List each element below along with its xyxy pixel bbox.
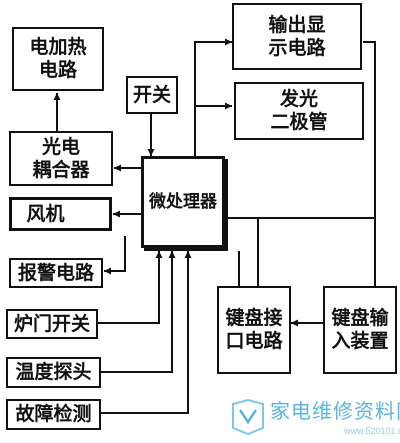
arrow-microprocessor-to-alarm <box>104 236 126 275</box>
watermark-logo-icon <box>232 398 264 436</box>
led-line2: 二极管 <box>270 111 328 133</box>
microprocessor-box: 微处理器 <box>141 156 225 248</box>
door-switch-box: 炉门开关 <box>6 309 98 339</box>
fault-detect-label: 故障检测 <box>15 403 92 425</box>
keyboard-input-box: 键盘输 入装置 <box>323 286 397 374</box>
electric-heating-line1: 电加热 <box>29 36 87 58</box>
display-output-line1: 输出显 <box>268 13 326 36</box>
display-output-line2: 示电路 <box>268 36 326 59</box>
temp-probe-label: 温度探头 <box>15 361 92 383</box>
arrow-microprocessor-to-display <box>194 38 232 156</box>
switch-label: 开关 <box>132 83 171 106</box>
keyboard-interface-line2: 口电路 <box>225 330 283 352</box>
arrow-fault-detect-to-microprocessor <box>101 251 192 414</box>
alarm-label: 报警电路 <box>17 261 94 284</box>
arrow-temp-probe-to-microprocessor <box>101 251 176 373</box>
optocoupler-line2: 耦合器 <box>32 158 90 181</box>
watermark-url: www.520101.com <box>344 426 400 436</box>
keyboard-input-line1: 键盘输 <box>331 307 389 329</box>
led-box: 发光 二极管 <box>234 82 364 140</box>
optocoupler-line1: 光电 <box>41 135 80 158</box>
fan-box: 风机 <box>9 197 112 231</box>
fan-label: 风机 <box>26 202 65 225</box>
keyboard-interface-box: 键盘接 口电路 <box>217 286 291 374</box>
electric-heating-box: 电加热 电路 <box>12 27 104 91</box>
keyboard-input-line2: 入装置 <box>331 330 389 352</box>
keyboard-interface-line1: 键盘接 <box>225 307 283 329</box>
temp-probe-box: 温度探头 <box>6 357 101 388</box>
electric-heating-line2: 电路 <box>38 59 77 81</box>
led-line1: 发光 <box>279 88 318 110</box>
fault-detect-box: 故障检测 <box>6 399 101 430</box>
watermark: 家电维修资料网 www.520101.com <box>224 396 400 443</box>
watermark-text: 家电维修资料网 <box>270 399 400 423</box>
switch-box: 开关 <box>126 76 178 114</box>
line-bus-right <box>224 41 376 219</box>
optocoupler-box: 光电 耦合器 <box>9 131 113 186</box>
microprocessor-label: 微处理器 <box>149 191 217 212</box>
arrow-door-switch-to-microprocessor <box>98 251 163 324</box>
door-switch-label: 炉门开关 <box>13 312 90 335</box>
alarm-box: 报警电路 <box>9 258 103 288</box>
display-output-box: 输出显 示电路 <box>232 3 362 70</box>
